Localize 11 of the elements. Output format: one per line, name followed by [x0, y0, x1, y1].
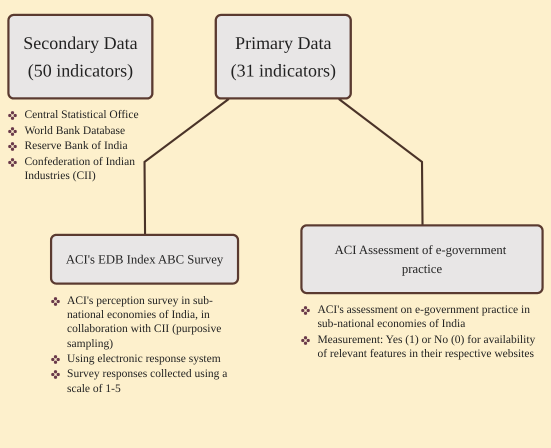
bullet-text: Using electronic response system — [67, 353, 221, 366]
bullet-text: Reserve Bank of India — [24, 140, 128, 152]
bullet-text: World Bank Database — [24, 124, 126, 137]
bullet-text: ACI's assessment on e-government practice in sub-national economies of India — [317, 304, 530, 330]
bullet-text: Confederation of Indian Industries (CII) — [24, 156, 135, 182]
bullet-text: Measurement: Yes (1) or No (0) for availability of relevant features in their respective websites — [317, 334, 536, 360]
connector — [143, 98, 230, 236]
bullet-text: Survey responses collected using a scale of 1-5 — [67, 368, 228, 395]
bullet-text: ACI's perception survey in sub-national economies of India, in collaboration with CII (purposive sampling) — [67, 294, 222, 350]
bullet-text: Central Statistical Office — [24, 109, 139, 122]
connector — [338, 98, 424, 226]
